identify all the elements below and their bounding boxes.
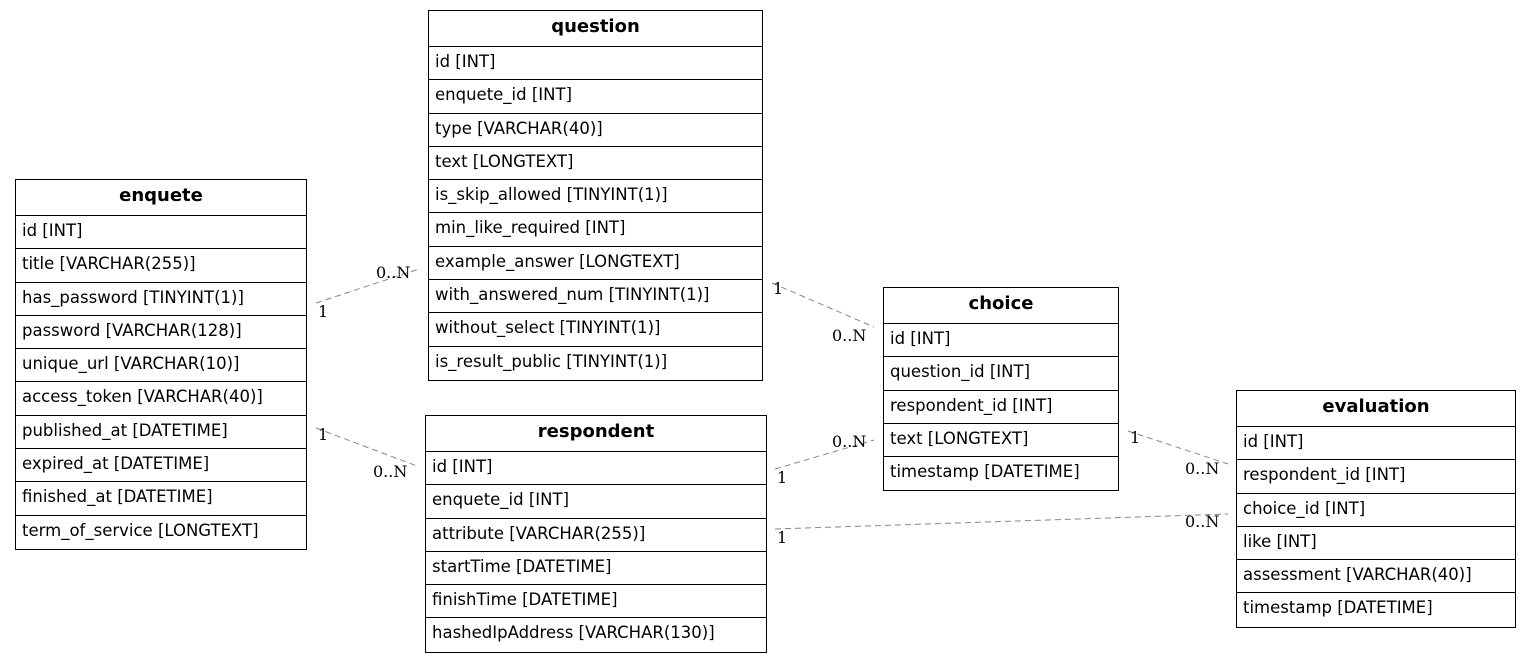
attribute-row: attribute [VARCHAR(255)] <box>426 519 766 552</box>
attribute-row: is_result_public [TINYINT(1)] <box>435 351 668 371</box>
attribute-row: id [INT] <box>1237 427 1515 461</box>
attribute-list: id [INT]question_id [INT]respondent_id [… <box>884 324 1118 490</box>
cardinality-respondent-evaluation-to: 0..N <box>1185 512 1220 531</box>
attribute-row: choice_id [INT] <box>1237 494 1515 527</box>
attribute-row: with_answered_num [TINYINT(1)] <box>429 280 762 314</box>
attribute-list: id [INT]enquete_id [INT]type [VARCHAR(40… <box>429 47 762 380</box>
attribute-row: term_of_service [LONGTEXT] <box>22 520 259 540</box>
attribute-row: expired_at [DATETIME] <box>16 449 306 483</box>
attribute-list: id [INT]enquete_id [INT]attribute [VARCH… <box>426 452 766 652</box>
cardinality-respondent-evaluation-from: 1 <box>777 528 788 547</box>
attribute-row: respondent_id [INT] <box>884 391 1118 424</box>
attribute-row: assessment [VARCHAR(40)] <box>1237 560 1515 594</box>
cardinality-choice-evaluation-to: 0..N <box>1185 459 1220 478</box>
attribute-row: question_id [INT] <box>884 357 1118 391</box>
link-question-choice <box>771 282 875 328</box>
link-respondent-evaluation <box>774 513 1229 530</box>
attribute-row: timestamp [DATETIME] <box>1243 598 1433 618</box>
entity-enquete: enquete id [INT]title [VARCHAR(255)]has_… <box>15 179 307 550</box>
entity-question: question id [INT]enquete_id [INT]type [V… <box>428 10 763 381</box>
attribute-row: unique_url [VARCHAR(10)] <box>16 349 306 383</box>
entity-title-choice: choice <box>884 288 1118 324</box>
attribute-row: id [INT] <box>429 47 762 81</box>
attribute-row: enquete_id [INT] <box>426 485 766 519</box>
attribute-row: finished_at [DATETIME] <box>16 482 306 516</box>
attribute-row: timestamp [DATETIME] <box>890 462 1080 482</box>
attribute-row: example_answer [LONGTEXT] <box>429 247 762 281</box>
attribute-row: access_token [VARCHAR(40)] <box>16 382 306 416</box>
attribute-row: enquete_id [INT] <box>429 80 762 114</box>
attribute-row: finishTime [DATETIME] <box>426 585 766 619</box>
attribute-row: text [LONGTEXT] <box>429 147 762 181</box>
attribute-row: startTime [DATETIME] <box>426 552 766 586</box>
attribute-list: id [INT]respondent_id [INT]choice_id [IN… <box>1237 427 1515 627</box>
cardinality-choice-evaluation-from: 1 <box>1130 428 1141 447</box>
attribute-row: type [VARCHAR(40)] <box>429 114 762 147</box>
cardinality-respondent-choice-from: 1 <box>777 468 788 487</box>
cardinality-question-choice-from: 1 <box>773 279 784 298</box>
attribute-row: respondent_id [INT] <box>1237 460 1515 494</box>
entity-title-evaluation: evaluation <box>1237 391 1515 427</box>
attribute-row: without_select [TINYINT(1)] <box>429 313 762 347</box>
cardinality-respondent-choice-to: 0..N <box>832 432 867 451</box>
attribute-row: published_at [DATETIME] <box>16 416 306 450</box>
attribute-row: has_password [TINYINT(1)] <box>16 283 306 316</box>
attribute-row: id [INT] <box>426 452 766 486</box>
link-enquete-respondent <box>315 427 418 467</box>
attribute-row: id [INT] <box>16 216 306 250</box>
cardinality-enquete-respondent-to: 0..N <box>373 462 408 481</box>
entity-evaluation: evaluation id [INT]respondent_id [INT]ch… <box>1236 390 1516 628</box>
attribute-row: text [LONGTEXT] <box>884 424 1118 458</box>
cardinality-enquete-question-to: 0..N <box>376 263 411 282</box>
attribute-row: password [VARCHAR(128)] <box>16 316 306 350</box>
entity-title-question: question <box>429 11 762 47</box>
entity-title-respondent: respondent <box>426 416 766 452</box>
attribute-row: like [INT] <box>1237 527 1515 561</box>
attribute-row: hashedIpAddress [VARCHAR(130)] <box>432 623 715 643</box>
entity-respondent: respondent id [INT]enquete_id [INT]attri… <box>425 415 767 653</box>
attribute-row: is_skip_allowed [TINYINT(1)] <box>429 180 762 214</box>
attribute-row: title [VARCHAR(255)] <box>16 249 306 283</box>
entity-title-enquete: enquete <box>16 180 306 216</box>
attribute-row: id [INT] <box>884 324 1118 358</box>
cardinality-enquete-respondent-from: 1 <box>318 425 329 444</box>
attribute-row: min_like_required [INT] <box>429 213 762 247</box>
cardinality-enquete-question-from: 1 <box>318 302 329 321</box>
entity-choice: choice id [INT]question_id [INT]responde… <box>883 287 1119 492</box>
attribute-list: id [INT]title [VARCHAR(255)]has_password… <box>16 216 306 549</box>
cardinality-question-choice-to: 0..N <box>832 326 867 345</box>
